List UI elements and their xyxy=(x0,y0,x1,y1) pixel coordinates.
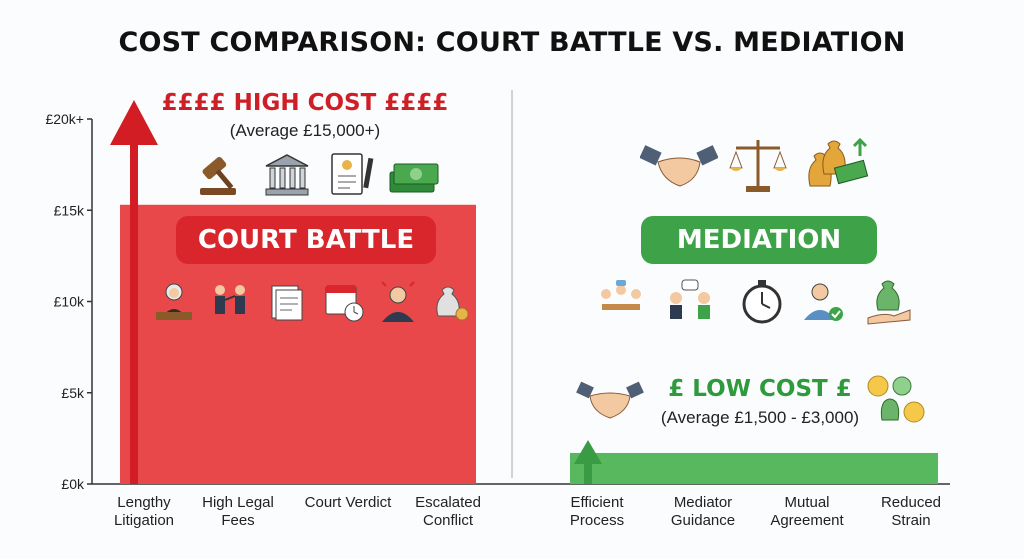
xlabel-med-0: Efficient Process xyxy=(569,494,625,529)
xlabel-med-2: Mutual Agreement xyxy=(770,494,844,529)
conversation-icon xyxy=(670,279,710,319)
xlabel-court-2: Court Verdict xyxy=(304,494,392,511)
mediation-bar xyxy=(570,452,938,484)
paperwork-icon xyxy=(271,285,303,321)
low-cost-arrow-shaft xyxy=(584,460,592,484)
satisfied-person-icon xyxy=(804,283,843,321)
legal-document-icon xyxy=(331,153,374,195)
calendar-clock-icon xyxy=(325,285,364,322)
y-tick-label: £20k+ xyxy=(45,111,84,127)
high-cost-arrow-shaft xyxy=(130,140,138,484)
arguing-people-icon xyxy=(215,285,245,314)
y-tick-label: £5k xyxy=(61,385,85,401)
y-tick-label: £0k xyxy=(61,476,85,492)
cash-stack-icon xyxy=(389,163,439,193)
gavel-icon xyxy=(200,156,236,195)
high-cost-heading: ££££ HIGH COST ££££ xyxy=(161,90,449,116)
money-bags-icon xyxy=(808,137,869,187)
xlabel-court-1: High Legal Fees xyxy=(202,494,274,529)
courthouse-icon xyxy=(265,154,309,196)
court-battle-label: COURT BATTLE xyxy=(176,216,436,264)
low-cost-heading: £ LOW COST £ xyxy=(668,376,852,402)
money-bag-icon xyxy=(436,286,469,321)
xlabel-court-3: Escalated Conflict xyxy=(415,494,481,529)
xlabel-court-0: Lengthy Litigation xyxy=(113,494,175,529)
handshake-small-icon xyxy=(576,381,644,419)
low-cost-arrow-head xyxy=(574,440,602,464)
smiley-coins-icon xyxy=(867,375,925,423)
money-hand-icon xyxy=(867,280,911,325)
judge-icon xyxy=(156,283,192,320)
group-meeting-icon xyxy=(601,280,641,310)
xlabel-med-3: Reduced Strain xyxy=(880,494,942,529)
y-tick-label: £15k xyxy=(54,202,85,218)
low-cost-average: (Average £1,500 - £3,000) xyxy=(660,408,860,427)
high-cost-average: (Average £15,000+) xyxy=(229,121,381,140)
high-cost-arrow-head xyxy=(110,100,158,145)
stopwatch-icon xyxy=(742,280,782,324)
chart-title: COST COMPARISON: COURT BATTLE VS. MEDIAT… xyxy=(118,27,906,58)
y-tick-label: £10k xyxy=(54,294,85,310)
handshake-icon xyxy=(640,145,718,187)
stressed-person-icon xyxy=(381,281,415,322)
xlabel-med-1: Mediator Guidance xyxy=(670,494,736,529)
mediation-label: MEDIATION xyxy=(641,216,877,264)
scales-icon xyxy=(729,140,787,192)
